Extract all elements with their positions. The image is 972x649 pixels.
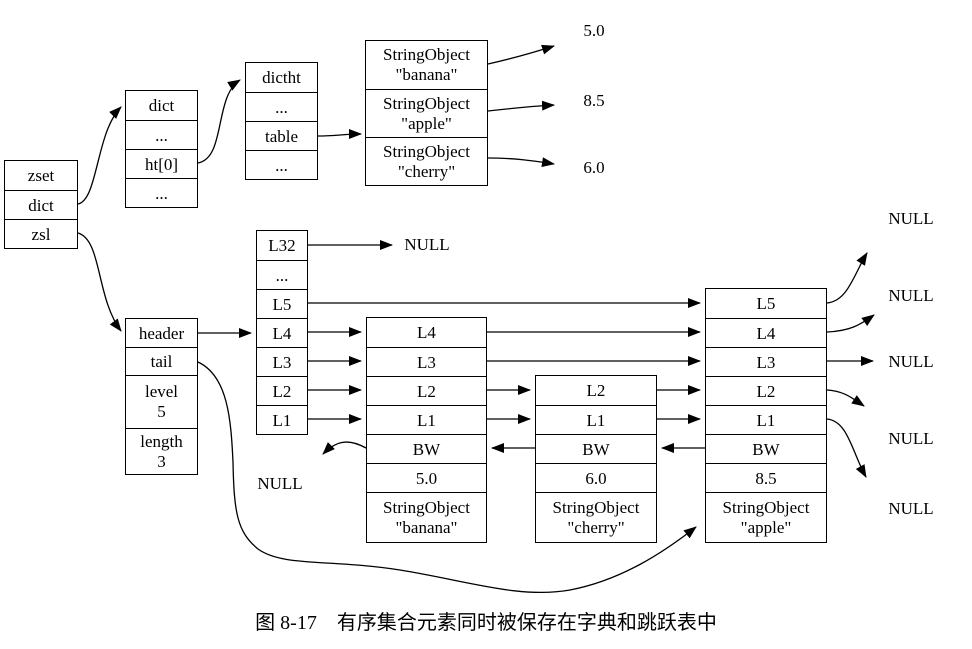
node-apple-L1: L1 (706, 405, 826, 434)
score-label-apple: 8.5 (583, 91, 605, 110)
dict-cell-ellipsis1: ... (126, 120, 197, 149)
arrow-apple-L5-null (826, 252, 868, 304)
null-label-l32: NULL (404, 235, 450, 254)
node-apple-L3: L3 (706, 347, 826, 376)
node-cherry: L2 L1 BW 6.0 StringObject "cherry" (535, 375, 657, 543)
zset-cell-dict: dict (5, 190, 77, 219)
node-cherry-obj: StringObject "cherry" (536, 492, 656, 542)
node-apple-L4: L4 (706, 318, 826, 347)
zset-box: zset dict zsl (4, 160, 78, 249)
member-value-label: "banana" (395, 65, 458, 84)
null-label-right-3: NULL (888, 352, 934, 371)
node-banana-L3: L3 (367, 347, 486, 376)
level-cell-L4: L4 (257, 318, 307, 347)
level-cell-L2: L2 (257, 376, 307, 405)
zset-cell-type: zset (27, 166, 55, 185)
dictht-cell-type: dictht (262, 68, 301, 87)
zsl-cell-length: length 3 (126, 428, 197, 474)
zsl-header-box: header tail level 5 length 3 (125, 318, 198, 475)
null-label-right-4: NULL (888, 429, 934, 448)
zsl-level-value: 5 (157, 402, 166, 421)
member-value-label: "cherry" (397, 161, 456, 181)
score-label-cherry: 6.0 (583, 158, 605, 177)
zset-cell-zsl: zsl (5, 219, 77, 248)
arrow-apple-score (487, 100, 555, 112)
node-apple-bw: BW (706, 434, 826, 463)
member-value-label: "apple" (401, 113, 452, 133)
node-obj-type-label: StringObject (722, 497, 810, 517)
score-label-banana: 5.0 (583, 21, 605, 40)
node-cherry-bw: BW (536, 434, 656, 463)
arrow-apple-L2-null (826, 389, 865, 407)
level-cell-L1: L1 (257, 405, 307, 434)
node-cherry-L2: L2 (586, 381, 606, 400)
node-banana-obj: StringObject "banana" (367, 492, 486, 542)
dict-cell-ellipsis2: ... (126, 178, 197, 207)
node-banana-L1: L1 (367, 405, 486, 434)
member-cell-banana: StringObject "banana" (366, 41, 487, 89)
node-cherry-L1: L1 (536, 405, 656, 434)
node-obj-value-label: "apple" (740, 517, 792, 537)
dictht-cell-ellipsis1: ... (246, 92, 317, 121)
arrow-ht0-pointer (197, 79, 241, 164)
node-apple-L5: L5 (756, 294, 776, 313)
zsl-level-label: level (144, 382, 179, 401)
arrow-table-pointer (317, 129, 362, 140)
node-apple-obj: StringObject "apple" (706, 492, 826, 542)
null-label-right-1: NULL (888, 209, 934, 228)
member-cell-cherry: StringObject "cherry" (366, 137, 487, 185)
members-box: StringObject "banana" StringObject "appl… (365, 40, 488, 186)
node-obj-value-label: "cherry" (567, 517, 625, 537)
null-label-backward: NULL (257, 474, 303, 493)
null-label-right-5: NULL (888, 499, 934, 518)
zsl-length-label: length (140, 431, 183, 451)
node-banana-L4: L4 (417, 323, 436, 342)
dictht-box: dictht ... table ... (245, 62, 318, 180)
node-apple-L2: L2 (706, 376, 826, 405)
dict-box: dict ... ht[0] ... (125, 90, 198, 208)
dict-cell-type: dict (148, 96, 175, 115)
member-type-label: StringObject (383, 45, 470, 64)
zsl-cell-tail: tail (126, 347, 197, 375)
node-cherry-score: 6.0 (536, 463, 656, 492)
zsl-length-value: 3 (157, 451, 166, 471)
arrow-banana-bw-null (322, 441, 367, 455)
node-banana: L4 L3 L2 L1 BW 5.0 StringObject "banana" (366, 317, 487, 543)
zsl-cell-header: header (138, 323, 185, 343)
node-banana-bw: BW (367, 434, 486, 463)
node-obj-type-label: StringObject (383, 497, 470, 517)
node-apple-score: 8.5 (706, 463, 826, 492)
member-type-label: StringObject (383, 93, 470, 113)
dict-cell-ht0: ht[0] (126, 149, 197, 178)
arrow-dict-pointer (77, 106, 122, 205)
figure-caption: 图 8-17 有序集合元素同时被保存在字典和跳跃表中 (255, 612, 717, 634)
level-cell-L5: L5 (257, 289, 307, 318)
zsl-cell-level: level 5 (126, 375, 197, 428)
node-obj-value-label: "banana" (395, 517, 458, 537)
member-type-label: StringObject (383, 141, 470, 161)
level-column-box: L32 ... L5 L4 L3 L2 L1 (256, 230, 308, 435)
level-cell-ellipsis: ... (257, 260, 307, 289)
null-label-right-2: NULL (888, 286, 934, 305)
dictht-cell-table: table (246, 121, 317, 150)
node-banana-L2: L2 (367, 376, 486, 405)
node-apple: L5 L4 L3 L2 L1 BW 8.5 StringObject "appl… (705, 288, 827, 543)
arrow-cherry-score (487, 157, 555, 168)
member-cell-apple: StringObject "apple" (366, 89, 487, 137)
node-obj-type-label: StringObject (552, 497, 640, 517)
arrow-zsl-pointer (77, 232, 122, 332)
dictht-cell-ellipsis2: ... (246, 150, 317, 179)
level-cell-L32: L32 (268, 236, 296, 255)
level-cell-L3: L3 (257, 347, 307, 376)
arrow-apple-L1-null (826, 418, 867, 478)
arrow-banana-score (487, 44, 555, 65)
node-banana-score: 5.0 (367, 463, 486, 492)
arrow-apple-L4-null (826, 314, 875, 333)
